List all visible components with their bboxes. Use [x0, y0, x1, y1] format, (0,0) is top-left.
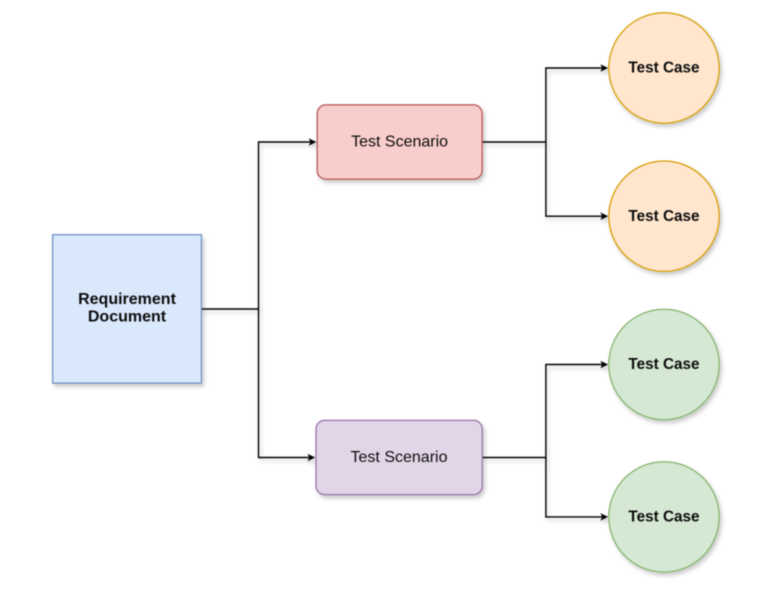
- svg-text:Test Case: Test Case: [628, 509, 699, 526]
- svg-text:Requirement: Requirement: [78, 291, 176, 308]
- svg-text:Document: Document: [88, 308, 167, 325]
- svg-text:Test Case: Test Case: [628, 356, 699, 373]
- svg-text:Test Case: Test Case: [628, 60, 699, 77]
- svg-text:Test Scenario: Test Scenario: [351, 134, 448, 151]
- svg-text:Test Scenario: Test Scenario: [351, 449, 448, 466]
- svg-text:Test Case: Test Case: [628, 208, 699, 225]
